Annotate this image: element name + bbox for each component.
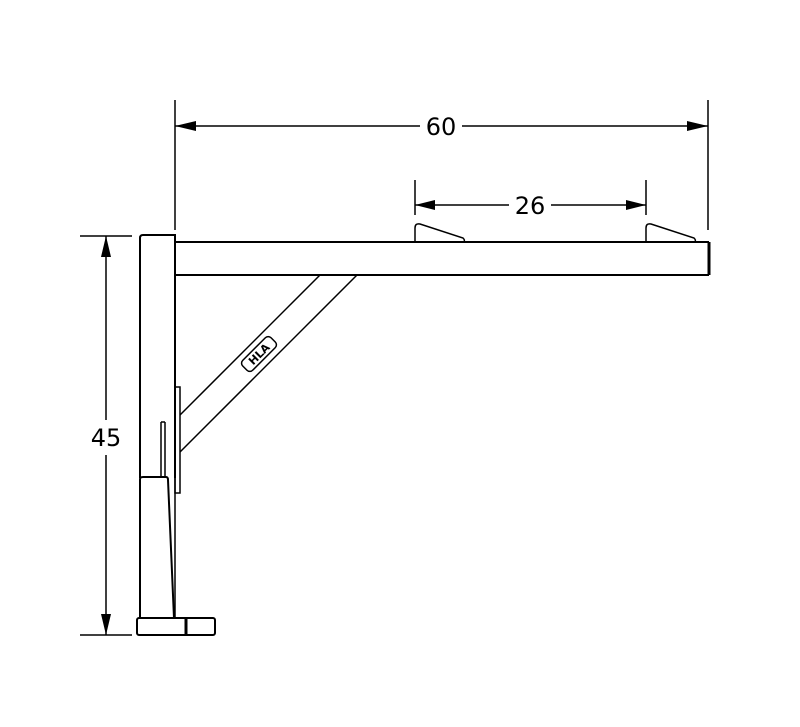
arrowhead-left-icon (415, 200, 435, 210)
post-sleeve (139, 476, 176, 619)
dimension-label-45: 45 (91, 424, 122, 452)
horizontal-arm (175, 241, 711, 276)
arrowhead-bottom-icon (101, 614, 111, 635)
dimension-label-26: 26 (515, 192, 546, 220)
arrowhead-left-icon (175, 121, 196, 131)
vertical-post (139, 234, 176, 478)
dimension-overall-height: 45 (80, 235, 132, 636)
dimension-overall-width: 60 (174, 100, 709, 230)
mounting-plate (174, 386, 181, 494)
arrowhead-top-icon (101, 236, 111, 257)
dimension-stop-spacing: 26 (414, 180, 647, 220)
hla-logo-icon: HLA (240, 335, 278, 373)
stop-right (645, 223, 697, 242)
diagonal-brace (179, 274, 358, 453)
dimension-label-60: 60 (426, 113, 457, 141)
arrowhead-right-icon (626, 200, 646, 210)
arrowhead-right-icon (687, 121, 708, 131)
base-plate (136, 617, 216, 636)
stop-left (414, 223, 466, 242)
